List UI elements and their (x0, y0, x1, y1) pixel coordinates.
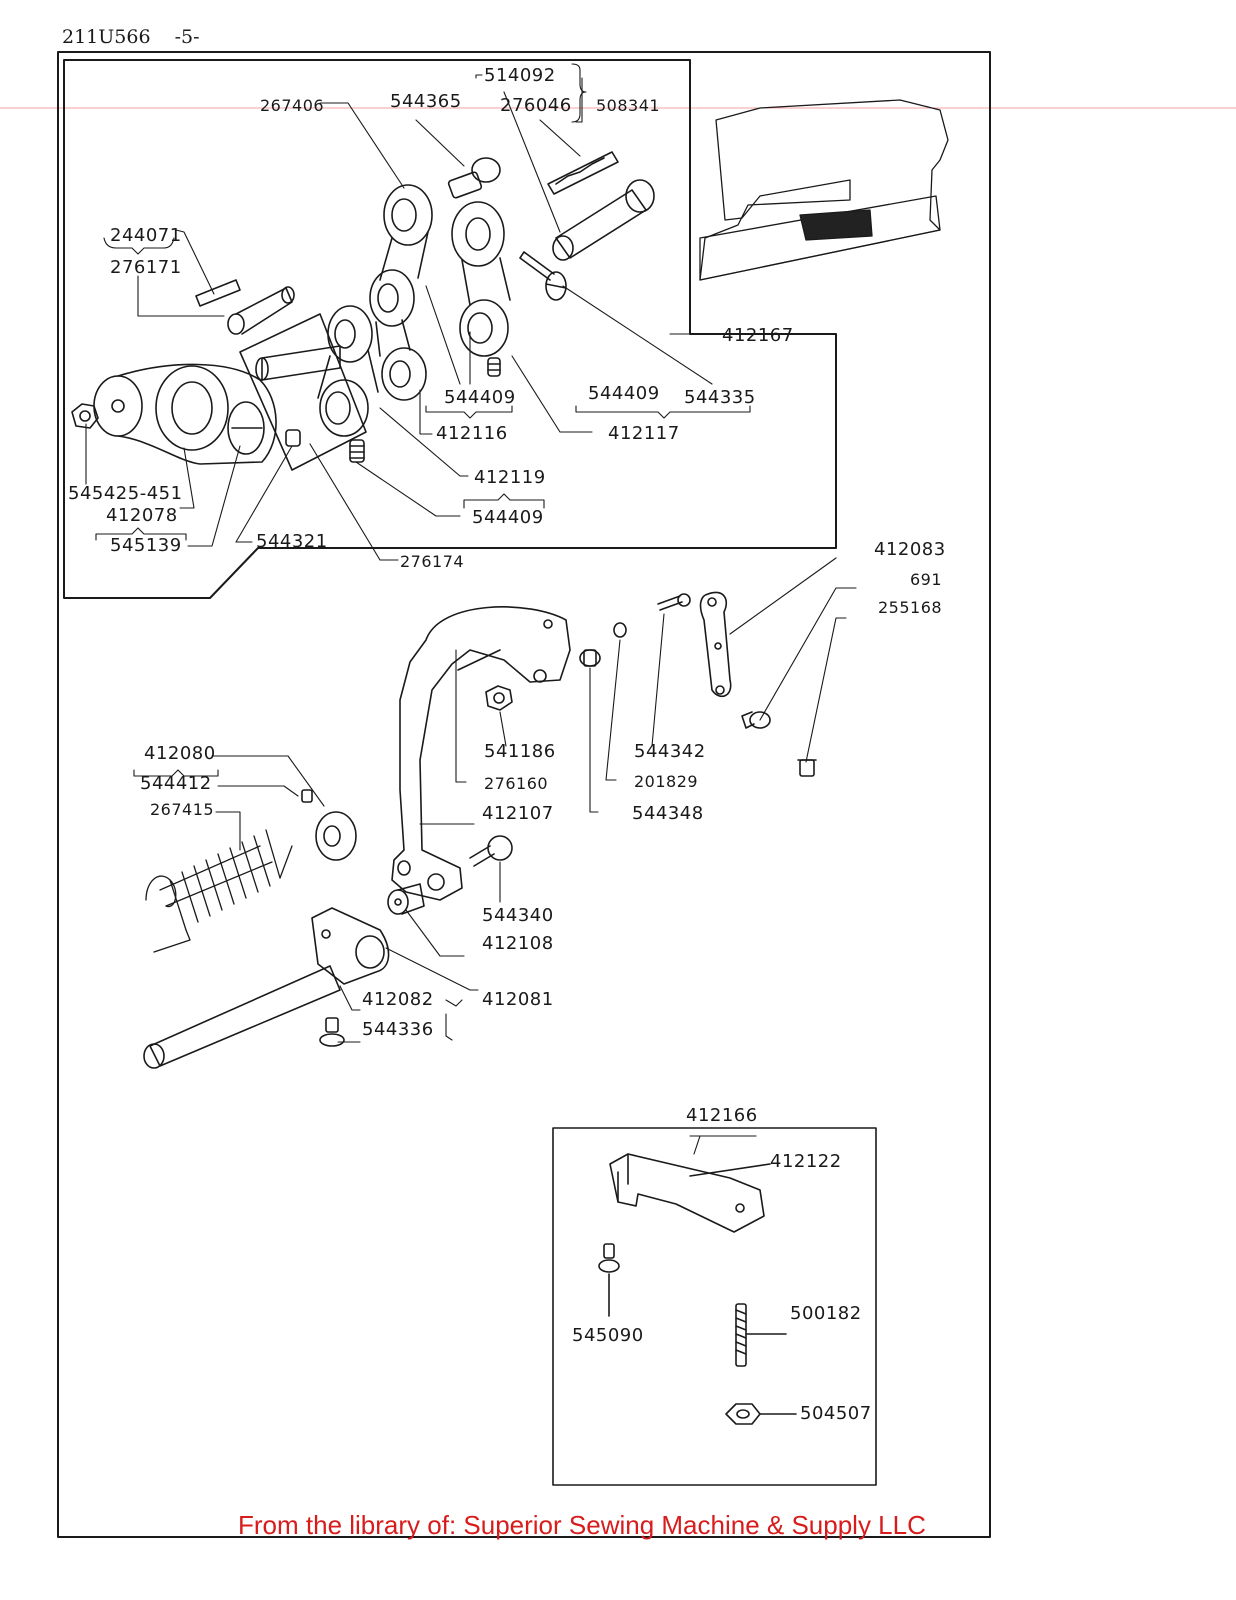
screw-545090 (598, 1243, 620, 1317)
part-label: 544412 (140, 773, 212, 794)
nut-541186 (485, 685, 513, 711)
braces (95, 63, 751, 777)
part-label: 412116 (436, 423, 508, 444)
model-number: 211U566 (62, 26, 151, 48)
part-label: 201829 (634, 772, 699, 791)
part-label: 500182 (790, 1303, 862, 1324)
screw-544336 (319, 1017, 345, 1047)
part-label: 412108 (482, 933, 554, 954)
screw-544348 (579, 649, 601, 667)
bracket-412107 (391, 606, 571, 901)
page-number: -5- (174, 26, 200, 48)
crank-hub (93, 363, 277, 465)
part-label: 276171 (110, 257, 182, 278)
part-label: 541186 (484, 741, 556, 762)
part-label: 412082 (362, 989, 434, 1010)
bushing-276171 (227, 286, 295, 335)
part-label: 544321 (256, 531, 328, 552)
spring-pin-412119 (349, 439, 365, 463)
washer-201829 (613, 622, 627, 638)
part-label: 412107 (482, 803, 554, 824)
wick-276171 (195, 279, 241, 307)
stop-412122 (609, 1153, 771, 1233)
part-label: 255168 (878, 598, 943, 617)
part-label: 544335 (684, 387, 756, 408)
screw-544340 (469, 835, 513, 867)
wick-276046 (547, 151, 619, 195)
screw-544365 (447, 157, 501, 199)
library-credit: From the library of: Superior Sewing Mac… (238, 1510, 926, 1540)
part-label: 544342 (634, 741, 706, 762)
part-label: 412122 (770, 1151, 842, 1172)
part-label: 545090 (572, 1325, 644, 1346)
spring-267415 (145, 829, 293, 953)
machine-silhouette (699, 99, 949, 281)
set-screw-544321 (285, 429, 301, 447)
page-header: 211U566 -5- (62, 26, 200, 48)
part-label: 544409 (588, 383, 660, 404)
part-label: 412167 (722, 325, 794, 346)
shaft-412081 (143, 907, 390, 1069)
part-label: 412119 (474, 467, 546, 488)
plate-412083 (699, 591, 732, 698)
lower-group-box (552, 1127, 877, 1486)
part-label: 412080 (144, 743, 216, 764)
part-label: 412083 (874, 539, 946, 560)
part-label: 244071 (110, 225, 182, 246)
part-label: 544336 (362, 1019, 434, 1040)
nut-504507 (725, 1403, 797, 1425)
bushing-412108 (387, 883, 425, 915)
part-label: 544340 (482, 905, 554, 926)
part-label: 267406 (260, 96, 325, 115)
link-412117 (451, 201, 511, 357)
plug-255168 (797, 759, 817, 777)
part-label: 545425-451 (68, 483, 183, 504)
screw-544335 (519, 251, 567, 301)
collar-412080 (301, 789, 357, 861)
link-412116 (369, 184, 433, 401)
part-label: 412117 (608, 423, 680, 444)
group-label: 412166 (682, 1106, 762, 1126)
part-label: 544348 (632, 803, 704, 824)
leader-lines-lower (211, 557, 857, 1043)
part-label: 276160 (484, 774, 549, 793)
part-label: 691 (910, 570, 943, 589)
part-label: 544409 (472, 507, 544, 528)
upper-group-box (63, 59, 837, 599)
part-label: 276046 (500, 95, 572, 116)
outer-frame (57, 51, 991, 1538)
stud-500182 (735, 1303, 787, 1367)
part-label: 504507 (800, 1403, 872, 1424)
link-412119 (317, 305, 379, 437)
spring-pin-544409 (487, 357, 501, 377)
part-label: 544409 (444, 387, 516, 408)
part-label: 508341 (596, 96, 661, 115)
leader-412122 (689, 1135, 757, 1155)
part-label: 545139 (110, 535, 182, 556)
part-label: 514092 (484, 65, 556, 86)
part-label: 412081 (482, 989, 554, 1010)
part-label: 267415 (150, 800, 215, 819)
part-label: 412078 (106, 505, 178, 526)
leader-lines-upper (85, 74, 721, 561)
hex-nut-545425 (71, 403, 99, 429)
screw-544342 (657, 593, 691, 611)
pin-276174 (239, 313, 367, 471)
pin-514092 (552, 179, 655, 261)
part-label: 276174 (400, 552, 465, 571)
part-label: 544365 (390, 91, 462, 112)
screw-691 (741, 711, 771, 729)
